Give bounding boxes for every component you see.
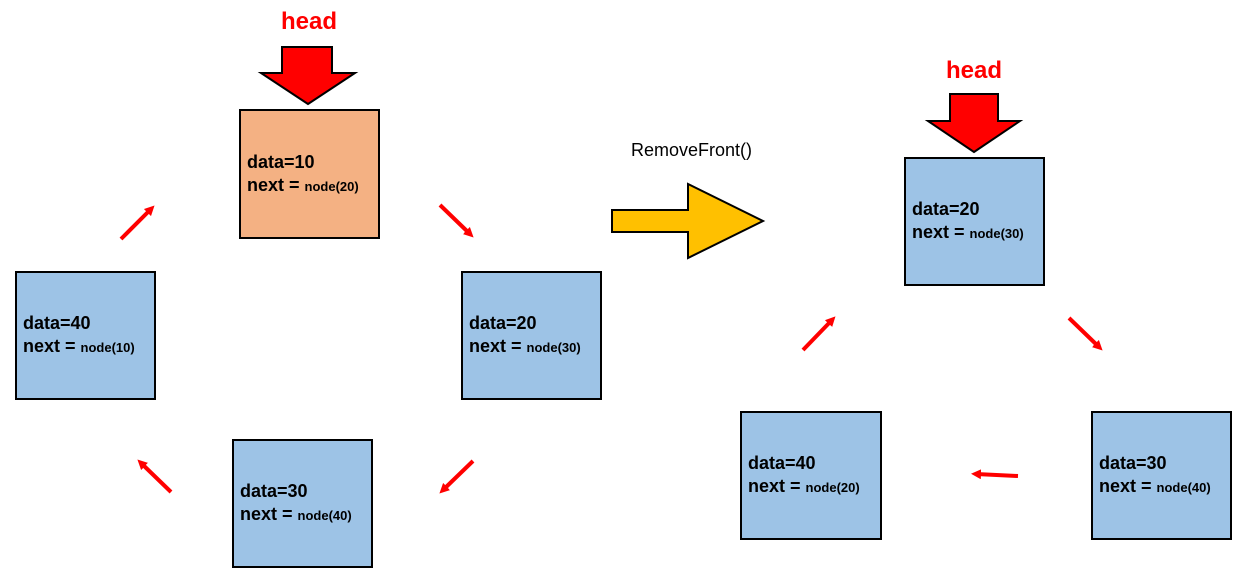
node-next: next = node(10) xyxy=(23,336,135,356)
node-next-ref: node(20) xyxy=(304,178,359,194)
after-head-pointer-arrow xyxy=(924,93,1024,154)
after-link-arrows xyxy=(801,316,1103,480)
link-arrow-40-to-10 xyxy=(119,205,155,241)
link-arrow-20-to-30-after xyxy=(1067,316,1103,351)
node-next: next = node(20) xyxy=(748,476,860,496)
node-next-ref: node(20) xyxy=(805,480,860,495)
before-node-10-head: data=10 next = node(20) xyxy=(239,109,380,239)
link-arrow-20-to-30 xyxy=(439,459,475,494)
after-head-label: head xyxy=(946,57,1003,84)
link-arrow-40-to-20-after xyxy=(801,316,836,352)
link-arrow-30-to-40-after xyxy=(971,469,1019,480)
node-next-ref: node(30) xyxy=(969,226,1024,241)
node-next: next = node(40) xyxy=(1099,476,1211,496)
node-data: data=30 xyxy=(1099,453,1167,473)
before-node-40: data=40 next = node(10) xyxy=(15,271,156,400)
node-next: next = node(30) xyxy=(912,222,1024,242)
node-next-ref: node(40) xyxy=(1156,480,1211,495)
node-next-ref: node(30) xyxy=(526,340,581,355)
operation-label: RemoveFront() xyxy=(631,140,753,160)
node-data: data=20 xyxy=(469,313,537,333)
before-node-20: data=20 next = node(30) xyxy=(461,271,602,400)
node-next: next = node(30) xyxy=(469,336,581,356)
node-data: data=20 xyxy=(912,199,980,219)
remove-front-operation-arrow xyxy=(611,182,766,260)
node-next: next = node(40) xyxy=(240,504,352,524)
link-arrow-10-to-20 xyxy=(438,203,474,238)
before-head-label: head xyxy=(281,8,338,35)
after-node-20-head: data=20 next = node(30) xyxy=(904,157,1045,286)
before-node-30: data=30 next = node(40) xyxy=(232,439,373,568)
link-arrow-30-to-40 xyxy=(137,459,173,494)
node-data: data=10 xyxy=(247,151,315,172)
after-node-40: data=40 next = node(20) xyxy=(740,411,882,540)
node-next-ref: node(40) xyxy=(297,508,352,523)
node-data: data=30 xyxy=(240,481,308,501)
node-data: data=40 xyxy=(23,313,91,333)
node-next-ref: node(10) xyxy=(80,340,135,355)
node-next: next = node(20) xyxy=(247,174,359,195)
after-node-30: data=30 next = node(40) xyxy=(1091,411,1232,540)
node-data: data=40 xyxy=(748,453,816,473)
before-link-arrows xyxy=(119,203,475,494)
before-head-pointer-arrow xyxy=(257,46,359,106)
